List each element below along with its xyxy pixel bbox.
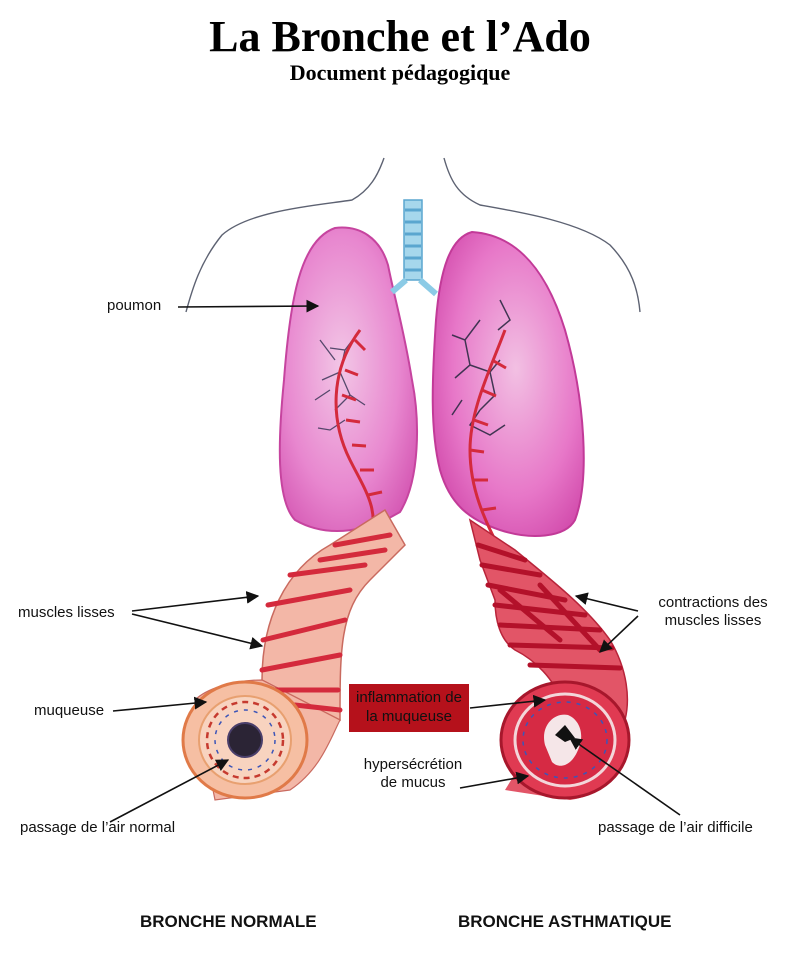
label-hypersecretion-line1: hypersécrétion [363,756,463,773]
muscle-bands-asthma [475,542,623,671]
muscle-bands-normal [259,532,393,713]
label-contractions-line1: contractions des [658,594,768,611]
caption-bronche-asthmatique: BRONCHE ASTHMATIQUE [458,912,672,931]
normal-bronchus-section [181,680,309,800]
asthmatic-bronchus-section [499,680,631,800]
right-lung [431,230,585,537]
page-subtitle: Document pédagogique [289,60,511,85]
label-poumon: poumon [107,297,162,314]
bronchial-tree-right [451,299,511,436]
label-passage-normal: passage de l’air normal [20,819,176,836]
label-passage-difficile: passage de l’air difficile [598,819,753,836]
bronchus-inner-left [334,329,383,541]
label-inflammation-line2: la muqueuse [366,708,452,725]
page-title: La Bronche et l’Ado [209,12,591,61]
pointer-lines [109,299,681,823]
label-muqueuse: muqueuse [34,702,105,719]
label-muscles-lisses: muscles lisses [18,604,115,621]
label-inflammation-box: inflammation de la muqueuse [349,684,469,732]
body-outline [185,157,641,313]
label-hypersecretion: hypersécrétion de mucus [348,756,478,792]
label-hypersecretion-line2: de mucus [380,774,446,791]
lungs [278,226,585,537]
trachea [390,199,438,297]
label-contractions: contractions des muscles lisses [638,594,788,630]
left-lung [278,226,418,532]
caption-bronche-normale: BRONCHE NORMALE [140,912,317,931]
label-contractions-line2: muscles lisses [664,612,762,629]
label-inflammation-line1: inflammation de [356,689,462,706]
bronchus-inner-right [468,329,507,551]
